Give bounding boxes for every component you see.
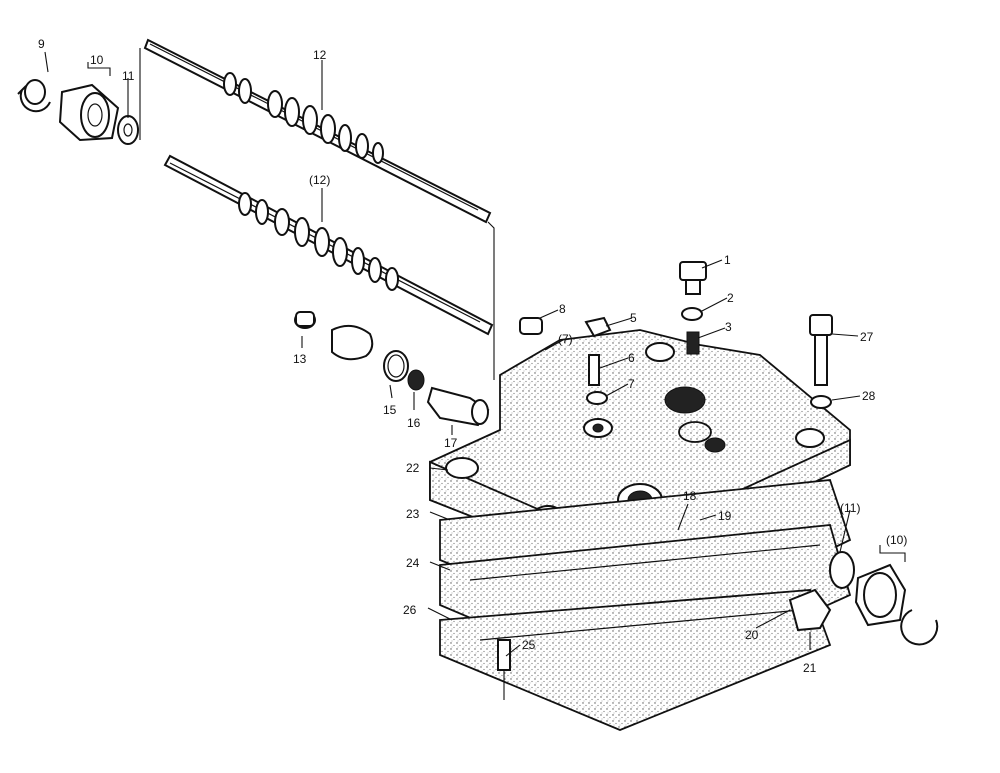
spring-3: [686, 331, 700, 355]
cap-13b: [331, 324, 374, 361]
callout-6: 6: [628, 351, 635, 365]
separator-26: [439, 589, 832, 731]
callout-1: 1: [724, 253, 731, 267]
upper-spool-assembly: [139, 38, 492, 224]
plug-1: [679, 261, 707, 281]
callout-22: 22: [406, 461, 420, 475]
lower-spool-assembly: [163, 154, 495, 380]
plug-8: [519, 317, 543, 335]
callout-27: 27: [860, 330, 874, 344]
washer-7: [586, 391, 608, 405]
stud-6: [588, 354, 600, 386]
seal-11-right: [829, 551, 855, 589]
callout-18: 18: [683, 489, 697, 503]
upper-spool-lands: [223, 72, 384, 164]
callout-24: 24: [406, 556, 420, 570]
bolt-27-head: [809, 314, 833, 336]
small-parts-left: [294, 311, 490, 427]
callout-17: 17: [444, 436, 458, 450]
leader-lines: [44, 51, 906, 700]
fitting-5: [584, 316, 612, 338]
callout-16: 16: [407, 416, 421, 430]
callout-28: 28: [862, 389, 876, 403]
callout-15: 15: [383, 403, 397, 417]
callout-9: 9: [38, 37, 45, 51]
callout-19: 19: [718, 509, 732, 523]
lower-spool-lands: [238, 192, 399, 291]
callout-23: 23: [406, 507, 420, 521]
callout-26: 26: [403, 603, 417, 617]
callout-10: 10: [90, 53, 104, 67]
nut-16: [407, 369, 425, 391]
plug-21: [788, 588, 832, 632]
top-small-parts: [497, 261, 833, 671]
callout-5: 5: [630, 311, 637, 325]
callout-12-ref: (12): [309, 173, 330, 187]
snap-ring-right: [900, 609, 939, 646]
callout-labels: 1 2 3 5 6 7 8 (7) 9 10 11 12 (12) 13 15 …: [38, 37, 907, 675]
gasket-plates: [439, 479, 852, 731]
plug-1-thread: [685, 279, 701, 295]
callout-2: 2: [727, 291, 734, 305]
callout-13: 13: [293, 352, 307, 366]
callout-20: 20: [745, 628, 759, 642]
bolt-27-shank: [814, 334, 828, 386]
bolt-25: [497, 639, 511, 671]
callout-11-right: (11): [840, 501, 860, 515]
callout-25: 25: [522, 638, 536, 652]
right-end-fittings: [788, 551, 939, 646]
callout-3: 3: [725, 320, 732, 334]
washer-2: [681, 307, 703, 321]
washer-11: [117, 115, 139, 145]
callout-7: 7: [628, 377, 635, 391]
callout-10-right: (10): [886, 533, 907, 547]
left-end-fittings: [17, 79, 139, 145]
callout-21: 21: [803, 661, 817, 675]
callout-12: 12: [313, 48, 327, 62]
callout-8: 8: [559, 302, 566, 316]
callout-7-ref: (7): [558, 332, 573, 346]
callout-11: 11: [122, 69, 135, 83]
washer-28: [810, 395, 832, 409]
